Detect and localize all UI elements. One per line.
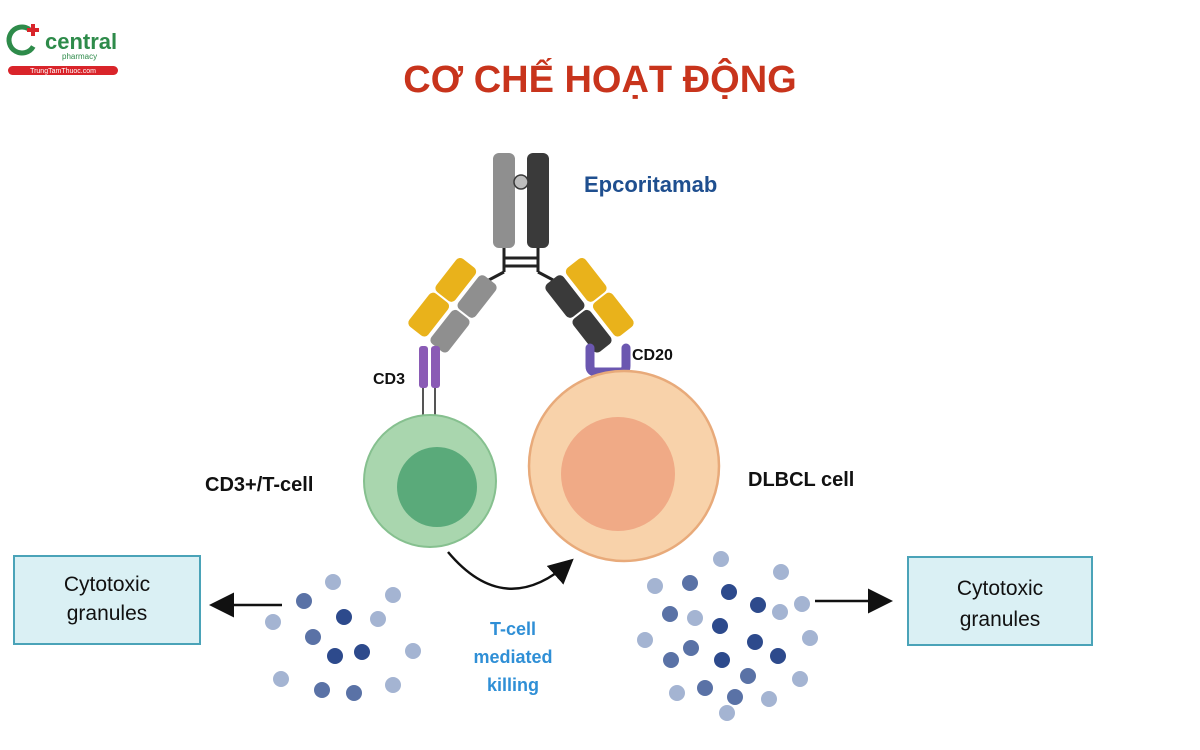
- granule: [669, 685, 685, 701]
- killing-label-line2: mediated: [473, 647, 552, 667]
- granule: [405, 643, 421, 659]
- granule: [325, 574, 341, 590]
- cd3-label: CD3: [373, 371, 405, 388]
- granule: [265, 614, 281, 630]
- granule: [327, 648, 343, 664]
- granule-cluster-left: [265, 574, 421, 701]
- granules-right-line2: granules: [960, 608, 1041, 631]
- granules-box-left: Cytotoxic granules: [13, 555, 201, 645]
- granules-left-line1: Cytotoxic: [64, 573, 150, 596]
- t-cell: [363, 414, 497, 548]
- logo-url-bar: [8, 66, 118, 75]
- central-pharmacy-logo: central pharmacy TrungTamThuoc.com: [6, 24, 118, 75]
- granule: [385, 587, 401, 603]
- granule: [336, 609, 352, 625]
- killing-label-line3: killing: [487, 675, 539, 695]
- logo-brand: central: [45, 29, 117, 54]
- granule: [713, 551, 729, 567]
- granules-left-line2: granules: [67, 602, 148, 625]
- cd3-receptor: [419, 346, 440, 418]
- granule: [750, 597, 766, 613]
- cd20-label: CD20: [632, 347, 673, 364]
- granule: [792, 671, 808, 687]
- drug-label: Epcoritamab: [584, 172, 717, 197]
- logo-sub: pharmacy: [62, 52, 97, 61]
- granule: [712, 618, 728, 634]
- granules-box-right: Cytotoxic granules: [907, 556, 1093, 646]
- fab-arm-left: [408, 257, 497, 353]
- granule: [296, 593, 312, 609]
- killing-label-line1: T-cell: [490, 619, 536, 639]
- killing-curved-arrow: [447, 551, 574, 590]
- granule: [773, 564, 789, 580]
- granule: [647, 578, 663, 594]
- granule: [637, 632, 653, 648]
- granule: [385, 677, 401, 693]
- fab-arm-right: [545, 257, 634, 353]
- epcoritamab-antibody: [408, 153, 634, 353]
- granule: [719, 705, 735, 721]
- granule: [663, 652, 679, 668]
- fc-chain-left-lower: [493, 196, 515, 248]
- page-title: CƠ CHẾ HOẠT ĐỘNG: [403, 56, 796, 101]
- granule: [305, 629, 321, 645]
- granule: [314, 682, 330, 698]
- granule: [354, 644, 370, 660]
- granule: [683, 640, 699, 656]
- granule: [802, 630, 818, 646]
- fc-chain-right-lower: [527, 196, 549, 248]
- granule: [747, 634, 763, 650]
- knob-hole-icon: [513, 174, 529, 190]
- granule: [794, 596, 810, 612]
- granule-cluster-right: [637, 551, 818, 721]
- granule: [682, 575, 698, 591]
- dlbcl-label: DLBCL cell: [748, 469, 854, 491]
- granule: [761, 691, 777, 707]
- granule: [740, 668, 756, 684]
- granule: [346, 685, 362, 701]
- dlbcl-cell: [527, 369, 721, 563]
- logo-url: TrungTamThuoc.com: [30, 68, 96, 75]
- granule: [697, 680, 713, 696]
- granules-right-line1: Cytotoxic: [957, 577, 1043, 600]
- granule: [721, 584, 737, 600]
- granule: [727, 689, 743, 705]
- tcell-label: CD3+/T-cell: [205, 474, 313, 496]
- granule: [714, 652, 730, 668]
- granule: [273, 671, 289, 687]
- granule: [662, 606, 678, 622]
- granule: [772, 604, 788, 620]
- granule: [370, 611, 386, 627]
- granule: [687, 610, 703, 626]
- granule: [770, 648, 786, 664]
